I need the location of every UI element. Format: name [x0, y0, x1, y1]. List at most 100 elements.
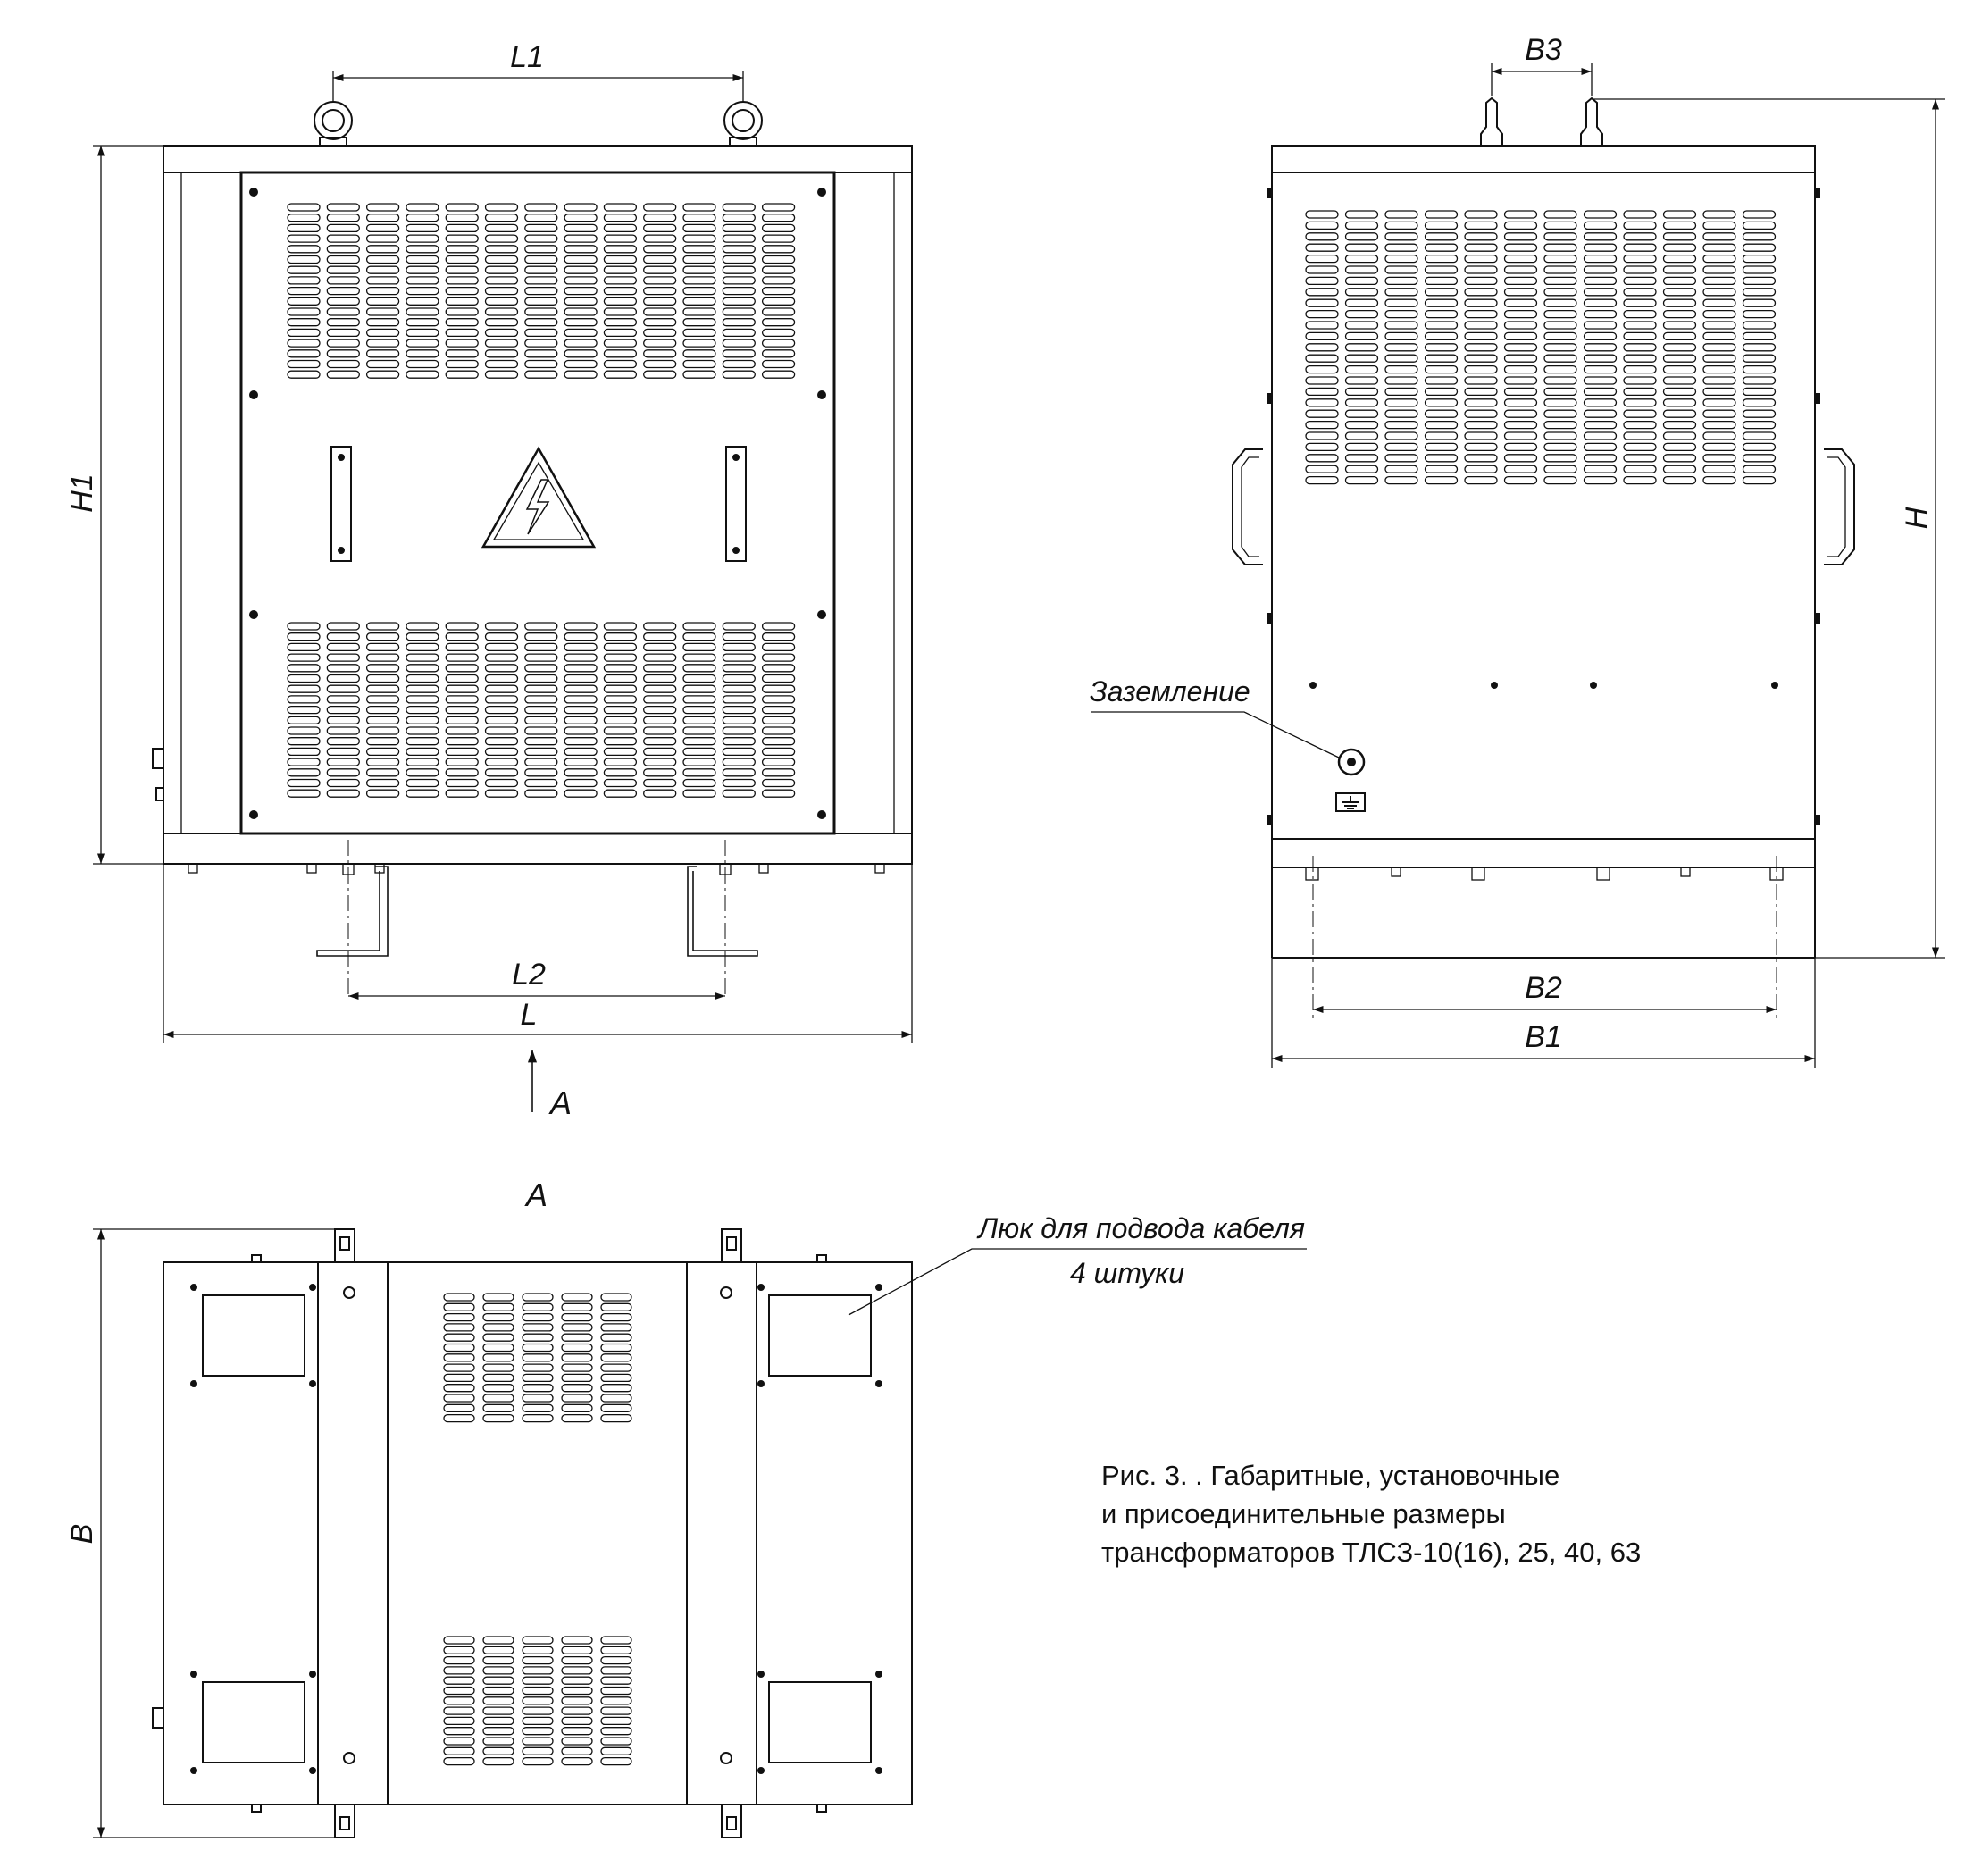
vent-slot: [1583, 276, 1618, 286]
vent-slot: [603, 664, 638, 673]
vent-slot: [564, 789, 598, 798]
vent-slot: [761, 747, 796, 757]
vent-slot: [682, 276, 716, 285]
vent-slot: [326, 203, 360, 212]
vent-slot: [1543, 364, 1577, 374]
vent-slot: [1543, 276, 1577, 286]
bushing-left: [1480, 96, 1503, 146]
vent-slot: [1424, 221, 1459, 230]
bottom-view: [152, 1228, 1307, 1838]
vent-slot: [524, 234, 558, 243]
vent-slot: [643, 223, 677, 233]
vent-slot: [1583, 409, 1618, 418]
vent-slot: [761, 203, 796, 212]
vent-slot: [761, 737, 796, 746]
vent-slot: [600, 1676, 632, 1685]
high-voltage-warning-icon: [481, 446, 597, 549]
vent-slot: [443, 1394, 475, 1403]
bottom-frame: [163, 1261, 913, 1805]
vent-slot: [406, 726, 439, 735]
lifting-eye-right: [723, 101, 763, 147]
vent-slot: [484, 632, 519, 641]
vent-slot: [1344, 475, 1379, 485]
vent-slot: [1424, 387, 1459, 397]
vent-slot: [643, 747, 677, 757]
vent-slot: [564, 747, 598, 757]
vent-slot: [1424, 409, 1459, 418]
vent-slot: [287, 716, 321, 724]
vent-slot: [445, 203, 479, 212]
vent-slot: [682, 223, 716, 233]
vent-slot: [722, 297, 756, 306]
vent-slot: [1662, 387, 1697, 397]
vent-slot: [561, 1636, 593, 1645]
vent-slot: [603, 778, 638, 788]
vent-slot: [482, 1363, 514, 1372]
vent-slot: [682, 265, 716, 274]
vent-slot: [1702, 431, 1736, 440]
vent-slot: [1742, 298, 1777, 307]
vent-slot: [1543, 309, 1577, 319]
vent-slot: [406, 339, 439, 348]
vent-slot: [443, 1727, 475, 1736]
vent-slot: [522, 1373, 554, 1383]
vent-slot: [445, 768, 479, 777]
vent-slot: [365, 203, 400, 212]
vent-slot: [445, 370, 479, 379]
vent-slot: [406, 778, 439, 788]
vent-slot: [287, 622, 321, 631]
vent-slot: [445, 642, 479, 652]
vent-slot: [1742, 409, 1777, 418]
vent-slot: [1702, 221, 1736, 230]
vent-slot: [443, 1293, 475, 1302]
vent-slot: [1464, 454, 1498, 463]
vent-slot: [564, 778, 598, 788]
vent-slot: [365, 737, 400, 746]
vent-slot: [561, 1373, 593, 1383]
vent-slot: [482, 1343, 514, 1353]
vent-slot: [365, 653, 400, 662]
vent-slot: [365, 359, 400, 369]
vent-slot: [1305, 232, 1339, 241]
vent-slot: [484, 203, 519, 212]
vent-slot: [1344, 343, 1379, 352]
mounting-bracket-left: [316, 866, 389, 957]
vent-slot: [1742, 454, 1777, 463]
vent-slot: [406, 286, 439, 296]
vent-slot: [445, 297, 479, 306]
vent-slot: [484, 349, 519, 358]
vent-slot: [1583, 398, 1618, 407]
vent-slot: [561, 1696, 593, 1705]
vent-slot: [682, 695, 716, 704]
vent-slot: [326, 223, 360, 233]
vent-slot: [682, 622, 716, 631]
vent-slot: [1384, 354, 1418, 363]
vent-slot: [1543, 343, 1577, 352]
vent-slot: [443, 1746, 475, 1755]
vent-slot: [603, 255, 638, 264]
vent-slot: [722, 664, 756, 673]
vent-slot: [561, 1646, 593, 1654]
vent-slot: [1464, 420, 1498, 430]
vent-slot: [484, 307, 519, 316]
vent-grill-side: [1305, 210, 1777, 485]
vent-slot: [365, 328, 400, 338]
vent-slot: [482, 1394, 514, 1403]
vent-slot: [643, 307, 677, 316]
vent-slot: [722, 276, 756, 285]
vent-slot: [1344, 465, 1379, 473]
vent-slot: [603, 328, 638, 338]
vent-slot: [1384, 364, 1418, 374]
vent-slot: [445, 705, 479, 715]
vent-slot: [722, 705, 756, 715]
vent-slot: [524, 674, 558, 683]
vent-slot: [1503, 387, 1538, 397]
vent-slot: [682, 370, 716, 379]
vent-slot: [1543, 243, 1577, 252]
vent-slot: [287, 705, 321, 715]
vent-slot: [326, 778, 360, 788]
vent-slot: [1464, 331, 1498, 341]
vent-slot: [484, 328, 519, 338]
panel-handle-left: [330, 446, 352, 562]
vent-slot: [1464, 343, 1498, 352]
